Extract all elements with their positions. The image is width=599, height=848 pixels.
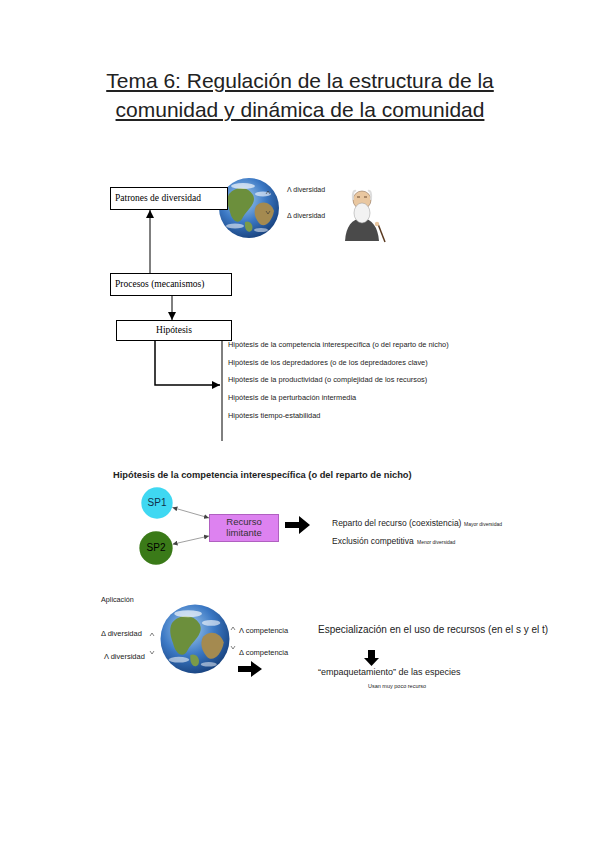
connector-arrow [172, 296, 173, 320]
hypothesis-arrow [155, 341, 220, 385]
text-label: Usan muy poco recurso [368, 683, 426, 690]
text-label: Exclusión competitiva [332, 536, 414, 546]
text-label: Λ competencia [239, 626, 288, 635]
text-label: Δ diversidad [101, 629, 142, 638]
darwin-hair [353, 191, 372, 200]
text-label: Hipótesis tiempo-estabilidad [228, 412, 320, 421]
darwin-illustration [345, 191, 385, 242]
text-label: Hipótesis de los depredadores (o de los … [228, 359, 428, 368]
tick-mark [150, 651, 154, 654]
tick-mark [231, 627, 235, 630]
text-label: Hipótesis de la perturbación intermedia [228, 394, 356, 403]
darwin-beard [354, 203, 370, 223]
process-box: Procesos (mecanismos) [110, 273, 232, 296]
tick-mark [150, 633, 154, 636]
text-label: Hipótesis de la productividad (o complej… [228, 376, 427, 385]
tick-marks [150, 191, 270, 654]
earth-globe [161, 605, 230, 674]
text-label: Δ competencia [239, 648, 288, 657]
node-text: SP1 [148, 497, 167, 509]
earth-globe [219, 178, 279, 238]
text-label: Δ diversidad [287, 212, 325, 220]
connector-arrow [173, 536, 209, 544]
text-label: Λ diversidad [287, 186, 325, 194]
circle-fill [139, 531, 172, 564]
hypothesis-box: Hipótesis [116, 320, 232, 341]
section-heading: Hipótesis de la competencia interespecíf… [113, 470, 412, 481]
species-circle: SP2 [139, 531, 173, 565]
list-bracket [222, 337, 223, 441]
text-label: Hipótesis de la competencia interespecíf… [228, 341, 449, 350]
node-text: Hipótesis [156, 325, 192, 336]
darwin-hand [375, 222, 379, 226]
block-arrow [238, 661, 262, 677]
pattern-box: Patrones de diversidad [110, 187, 228, 210]
resource-box: Recurso limitante [209, 514, 279, 542]
text-label: Mayor diversidad [464, 521, 502, 527]
tick-mark [266, 191, 270, 194]
node-text: SP2 [147, 542, 166, 554]
connector-arrow [172, 507, 209, 518]
node-text: Patrones de diversidad [115, 193, 201, 204]
darwin-cane [378, 224, 385, 242]
node-text: Procesos (mecanismos) [115, 279, 204, 290]
text-label: Aplicación [101, 596, 134, 605]
block-arrow [285, 516, 310, 534]
page-title: Tema 6: Regulación de la estructura de l… [90, 66, 510, 124]
text-label: Reparto del recurso (coexistencia) [332, 518, 461, 528]
species-circle: SP1 [141, 487, 173, 519]
connector-arrow [150, 210, 151, 273]
tick-mark [231, 646, 235, 649]
darwin-brows [357, 197, 367, 198]
text-label: Especialización en el uso de recursos (e… [318, 624, 580, 636]
text-label: “empaquetamiento” de las especies [318, 667, 461, 678]
circle-fill [141, 487, 172, 518]
tick-mark [266, 211, 270, 214]
text-label: Λ diversidad [104, 652, 145, 661]
text-label: Menor diversidad [417, 539, 455, 545]
node-text: Recurso limitante [212, 517, 276, 539]
block-arrow [364, 650, 379, 666]
